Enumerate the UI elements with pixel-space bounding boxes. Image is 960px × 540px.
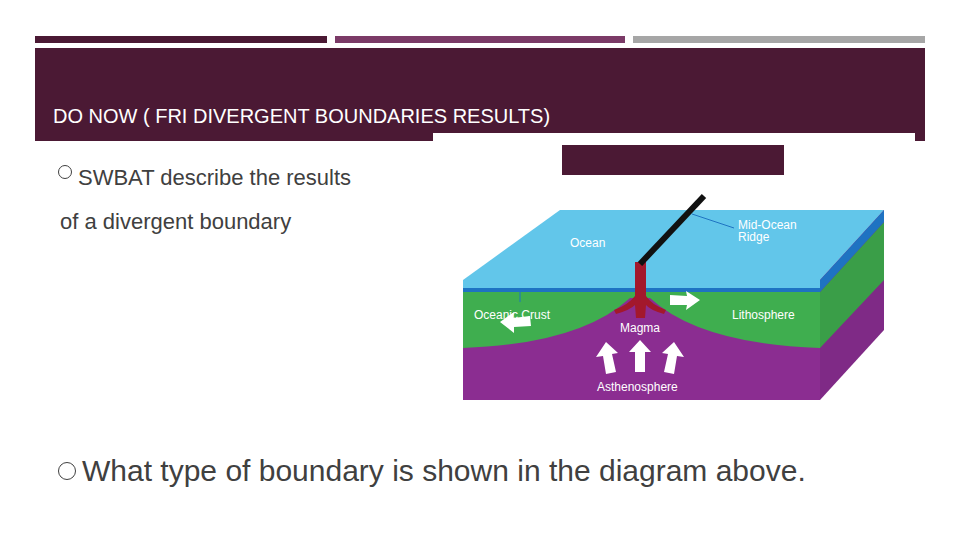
magma-plume xyxy=(614,262,666,318)
layer-label: Asthenosphere xyxy=(597,380,678,394)
image-frame xyxy=(433,133,915,144)
bullet-ring xyxy=(58,462,76,480)
side-face-lithosphere xyxy=(820,222,884,348)
ridge-label: Mid-Ocean Ridge xyxy=(738,219,810,243)
layer-label: Lithosphere xyxy=(732,308,795,322)
layer-label: Oceanic Crust xyxy=(474,308,550,322)
side-face-asthenosphere xyxy=(820,210,884,400)
accent-bar xyxy=(35,36,327,43)
convection-arrow xyxy=(662,342,684,374)
mid-ocean-ridge xyxy=(640,196,704,264)
accent-bar xyxy=(335,36,625,43)
covered-label xyxy=(562,145,784,175)
layer-label: Magma xyxy=(620,321,660,335)
accent-bar xyxy=(633,36,925,43)
convection-arrow xyxy=(596,342,618,374)
crust-leader xyxy=(520,292,521,302)
slide-title: DO NOW ( FRI DIVERGENT BOUNDARIES RESULT… xyxy=(53,104,550,128)
header-band xyxy=(35,48,925,141)
ridge-leader xyxy=(692,214,734,228)
spreading-arrow xyxy=(670,291,700,310)
objective-bullet: SWBAT describe the results of a divergen… xyxy=(60,156,365,244)
convection-arrow xyxy=(629,340,651,372)
ocean-surface xyxy=(463,210,884,280)
side-face-ocean xyxy=(820,210,884,292)
question-bullet: What type of boundary is shown in the di… xyxy=(60,450,860,491)
layer-label: Ocean xyxy=(570,236,605,250)
bullet-ring xyxy=(58,165,72,179)
